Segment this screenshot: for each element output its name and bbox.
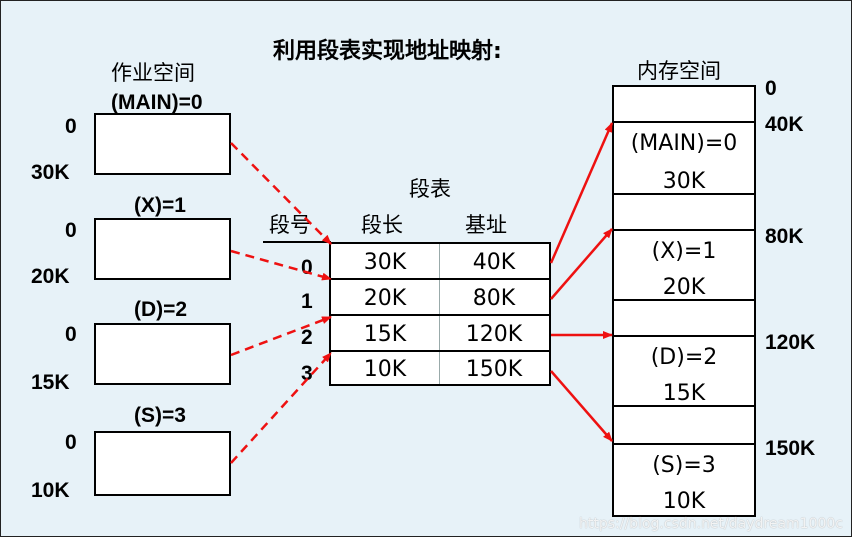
table-row-number: 3 (301, 362, 313, 385)
segment-table-header-base: 基址 (465, 213, 507, 237)
table-cell-base: 150K (465, 357, 523, 382)
memory-address: 80K (765, 225, 804, 248)
table-row-divider (331, 278, 549, 280)
memory-block-name: (MAIN)=0 (630, 131, 738, 156)
solid-link-s (550, 370, 613, 442)
table-row-divider (331, 350, 549, 352)
job-segment-name: (D)=2 (134, 298, 188, 321)
table-cell-base: 120K (465, 322, 523, 347)
job-segment-box (94, 113, 231, 175)
memory-block-name: (X)=1 (651, 239, 717, 264)
job-segment-box (94, 323, 231, 385)
job-segment-end: 15K (31, 371, 70, 394)
memory-boundary (614, 335, 754, 337)
segment-table: 30K 40K 20K 80K 15K 120K 10K 150K (329, 242, 551, 386)
dashed-link-main (230, 142, 332, 245)
solid-link-main (549, 122, 614, 264)
dashed-link-d (230, 315, 332, 357)
job-segment-start: 0 (65, 219, 77, 242)
diagram-title: 利用段表实现地址映射: (273, 39, 502, 64)
table-row-number: 2 (301, 326, 313, 349)
watermark: https://blog.csdn.net/daydream1000c (579, 516, 843, 532)
memory-block-size: 20K (662, 275, 706, 300)
memory-address: 0 (765, 77, 777, 100)
table-cell-base: 80K (472, 286, 516, 311)
job-segment-name: (S)=3 (134, 404, 186, 427)
table-cell-length: 30K (363, 250, 407, 275)
memory-block-size: 15K (662, 381, 706, 406)
segment-table-header-number: 段号 (269, 213, 311, 237)
segment-table-header-length: 段长 (361, 213, 403, 237)
job-space-heading: 作业空间 (111, 61, 195, 85)
job-segment-name: (X)=1 (134, 194, 186, 217)
table-cell-length: 10K (363, 357, 407, 382)
memory-boundary (614, 193, 754, 195)
memory-block-name: (S)=3 (652, 453, 716, 478)
job-segment-box (94, 218, 231, 280)
segment-table-title: 段表 (409, 177, 451, 201)
job-segment-start: 0 (65, 431, 77, 454)
memory-boundary (614, 229, 754, 231)
memory-block-name: (D)=2 (650, 345, 718, 370)
table-row-number: 1 (301, 290, 313, 313)
job-segment-box (94, 431, 231, 496)
memory-address: 40K (765, 113, 804, 136)
table-cell-length: 20K (363, 286, 407, 311)
job-segment-name: (MAIN)=0 (111, 91, 203, 114)
job-segment-end: 20K (31, 265, 70, 288)
dashed-link-x (230, 249, 332, 281)
memory-heading: 内存空间 (637, 59, 721, 83)
dashed-link-s (230, 352, 332, 464)
job-segment-start: 0 (65, 323, 77, 346)
memory-boundary (614, 121, 754, 123)
memory-boundary (614, 443, 754, 445)
memory-column: (MAIN)=0 30K (X)=1 20K (D)=2 15K (S)=3 1… (612, 85, 756, 517)
job-segment-end: 30K (31, 161, 70, 184)
memory-address: 150K (765, 437, 816, 460)
memory-block-size: 30K (662, 169, 706, 194)
table-row-number: 0 (301, 256, 313, 279)
table-cell-length: 15K (363, 322, 407, 347)
memory-boundary (614, 405, 754, 407)
memory-block-size: 10K (662, 489, 706, 514)
job-segment-end: 10K (31, 479, 70, 502)
solid-link-x (550, 228, 613, 300)
memory-boundary (614, 299, 754, 301)
table-cell-base: 40K (472, 250, 516, 275)
table-row-divider (331, 314, 549, 316)
memory-address: 120K (765, 331, 816, 354)
job-segment-start: 0 (65, 115, 77, 138)
